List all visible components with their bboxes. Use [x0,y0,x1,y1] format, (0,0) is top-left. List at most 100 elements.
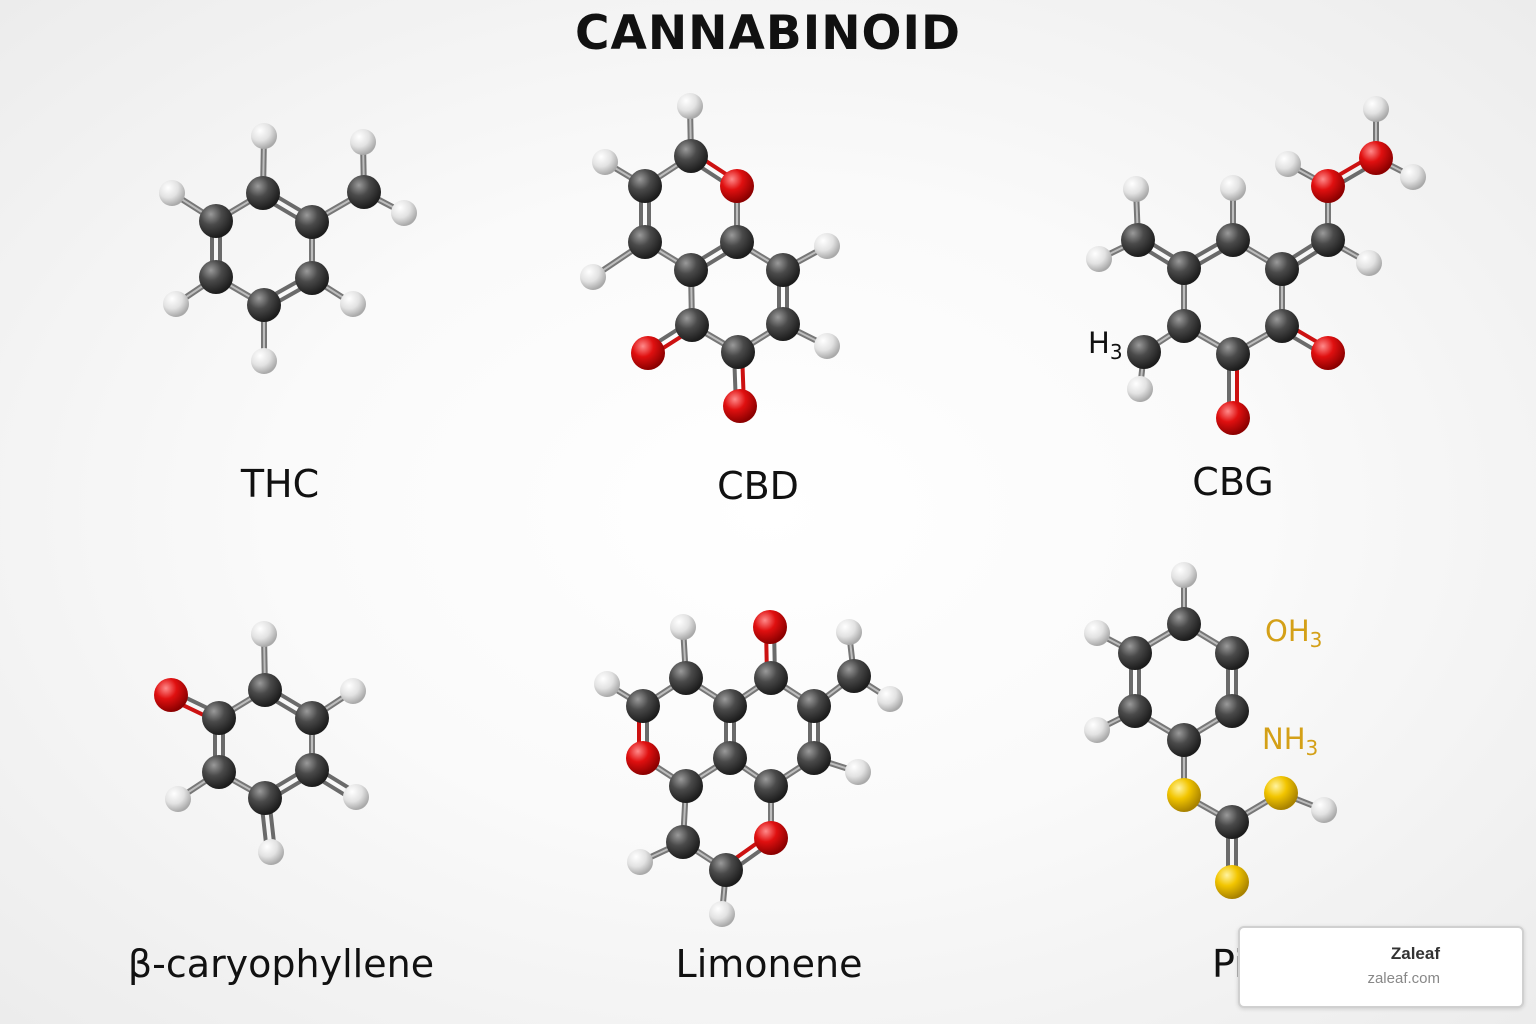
hydrogen-atom [251,123,277,149]
oxygen-atom [631,336,665,370]
watermark-badge: Zaleaf zaleaf.com [1238,926,1524,1008]
hydrogen-atom [1220,175,1246,201]
carbon-atom [709,853,743,887]
carbon-atom [295,701,329,735]
sulfur-atom [1264,776,1298,810]
carbon-atom [1167,251,1201,285]
carbon-atom [1118,694,1152,728]
oxygen-atom [720,169,754,203]
sulfur-atom [1167,778,1201,812]
thc-label: THC [240,462,320,506]
caryophyllene-label: β-caryophyllene [127,942,435,986]
limonene-label: Limonene [675,942,863,986]
carbon-atom [674,253,708,287]
oxygen-atom [1359,141,1393,175]
carbon-atom [1167,723,1201,757]
watermark-brand: Zaleaf [1390,944,1440,963]
carbon-atom [666,825,700,859]
hydrogen-atom [251,621,277,647]
oxygen-atom [723,389,757,423]
molecule-cbg [1086,96,1426,435]
carbon-atom [628,169,662,203]
hydrogen-atom [343,784,369,810]
hydrogen-atom [580,264,606,290]
hydrogen-atom [677,93,703,119]
cbg-methyl-label: H3 [1088,326,1123,364]
carbon-atom [295,753,329,787]
carbon-atom [199,204,233,238]
carbon-atom [766,253,800,287]
carbon-atom [347,175,381,209]
hydrogen-atom [340,678,366,704]
carbon-atom [1265,252,1299,286]
carbon-atom [202,755,236,789]
carbon-atom [1167,309,1201,343]
sulfur-atom [1215,865,1249,899]
watermark-url: zaleaf.com [1367,970,1440,987]
carbon-atom [246,176,280,210]
hydrogen-atom [1400,164,1426,190]
cbg-label: CBG [1192,460,1274,504]
carbon-atom [1265,309,1299,343]
molecule-limonene [594,610,903,927]
carbon-atom [1118,636,1152,670]
carbon-atom [1216,337,1250,371]
carbon-atom [247,288,281,322]
carbon-atom [721,335,755,369]
carbon-atom [1215,805,1249,839]
oxygen-atom [1311,336,1345,370]
carbon-atom [754,769,788,803]
carbon-atom [628,225,662,259]
hydrogen-atom [814,233,840,259]
cbd-label: CBD [717,464,799,508]
hydrogen-atom [1356,250,1382,276]
carbon-atom [713,741,747,775]
carbon-atom [669,661,703,695]
hydrogen-atom [1311,797,1337,823]
carbon-atom [1216,223,1250,257]
carbon-atom [1215,694,1249,728]
hydrogen-atom [592,149,618,175]
hydrogen-atom [159,180,185,206]
hydrogen-atom [594,671,620,697]
carbon-atom [202,701,236,735]
carbon-atom [797,689,831,723]
carbon-atom [248,781,282,815]
carbon-atom [1127,335,1161,369]
hydrogen-atom [836,619,862,645]
carbon-atom [295,261,329,295]
molecule-pinene [1084,562,1337,899]
carbon-atom [797,741,831,775]
carbon-atom [248,673,282,707]
carbon-atom [626,689,660,723]
molecule-thc [159,123,417,374]
hydrogen-atom [877,686,903,712]
carbon-atom [837,659,871,693]
hydrogen-atom [251,348,277,374]
hydrogen-atom [391,200,417,226]
carbon-atom [669,769,703,803]
molecule-cbd [580,93,840,423]
carbon-atom [1311,223,1345,257]
hydrogen-atom [670,614,696,640]
molecule-caryophyllene [154,621,369,865]
page-title: CANNABINOID [574,6,961,61]
hydrogen-atom [1086,246,1112,272]
hydrogen-atom [1275,151,1301,177]
carbon-atom [199,260,233,294]
hydrogen-atom [845,759,871,785]
oxygen-atom [154,678,188,712]
hydrogen-atom [627,849,653,875]
hydrogen-atom [350,129,376,155]
carbon-atom [295,205,329,239]
hydrogen-atom [1127,376,1153,402]
hydrogen-atom [163,291,189,317]
oxygen-atom [753,610,787,644]
hydrogen-atom [1171,562,1197,588]
hydrogen-atom [709,901,735,927]
hydrogen-atom [165,786,191,812]
hydrogen-atom [1123,176,1149,202]
carbon-atom [720,225,754,259]
carbon-atom [766,307,800,341]
